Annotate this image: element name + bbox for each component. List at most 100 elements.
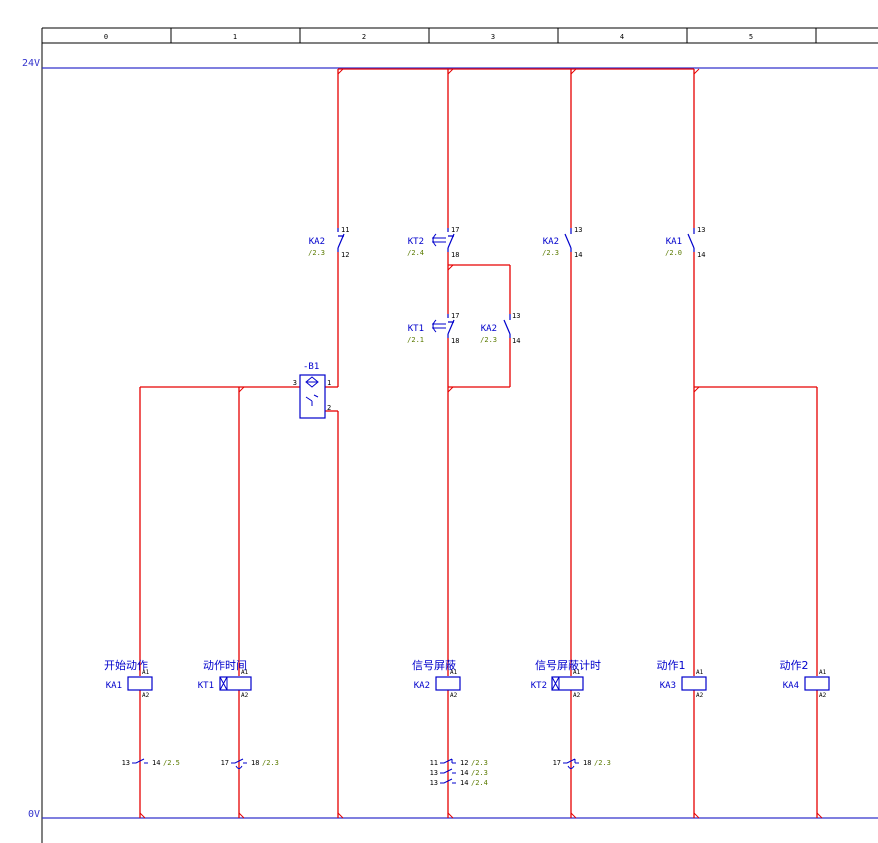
- contact-kt1-timed: KT1 /2.1 17 18: [407, 312, 459, 345]
- crossref-ka2-row2-p1: 13: [430, 769, 438, 777]
- crossref-ka1-p1: 13: [122, 759, 130, 767]
- coil-ka2-name: KA2: [414, 681, 430, 691]
- sensor-b1-pin-2: 2: [327, 404, 331, 412]
- coil-ka4-title: 动作2: [780, 659, 809, 672]
- rail-0v-label: 0V: [28, 809, 40, 820]
- coil-ka2: 信号屏蔽 KA2 A1 A2: [412, 659, 461, 699]
- crossref-ka2-row1-ref: /2.3: [471, 759, 488, 767]
- contact-kt2-pin-top: 17: [451, 226, 459, 234]
- coil-ka2-title: 信号屏蔽: [412, 659, 456, 672]
- contact-ka2-no-a-pin-bottom: 14: [512, 337, 520, 345]
- coil-ka3-a1: A1: [696, 669, 704, 676]
- coil-ka1: 开始动作 KA1 A1 A2: [104, 658, 153, 699]
- crossref-ka1-p2: 14: [152, 759, 160, 767]
- contact-ka1-name: KA1: [666, 237, 682, 247]
- junction-marks: [139, 68, 823, 819]
- contact-ka1-pin-bottom: 14: [697, 251, 705, 259]
- contact-ka2-no-a-ref: /2.3: [480, 336, 497, 344]
- contact-ka2-no-b-ref: /2.3: [542, 249, 559, 257]
- coil-ka2-a1: A1: [450, 669, 458, 676]
- coil-ka1-a1: A1: [142, 669, 150, 676]
- contact-ka2-nc-pin-top: 11: [341, 226, 349, 234]
- ruler-col-4: 4: [620, 33, 624, 41]
- crossref-kt1-ref: /2.3: [262, 759, 279, 767]
- coil-ka3-title: 动作1: [657, 659, 686, 672]
- column-ruler: 0 1 2 3 4 5: [41, 27, 878, 843]
- contact-ka2-no-a-name: KA2: [481, 324, 497, 334]
- coil-kt1-name: KT1: [198, 681, 214, 691]
- contact-ka2-no-b-name: KA2: [543, 237, 559, 247]
- coil-kt1-a2: A2: [241, 692, 249, 699]
- crossref-ka1: 13 14 /2.5: [122, 758, 180, 767]
- contact-ka1-pin-top: 13: [697, 226, 705, 234]
- crossref-kt2-ref: /2.3: [594, 759, 611, 767]
- sensor-b1-pin-1: 1: [327, 379, 331, 387]
- crossref-kt1: 17 18 /2.3: [221, 758, 279, 769]
- contact-ka2-nc-pin-bottom: 12: [341, 251, 349, 259]
- ruler-col-0: 0: [104, 33, 108, 41]
- power-rails: 24V 0V: [22, 58, 878, 820]
- contact-ka1-ref: /2.0: [665, 249, 682, 257]
- crossref-ka2-row1-p2: 12: [460, 759, 468, 767]
- contact-ka2-nc-ref: /2.3: [308, 249, 325, 257]
- crossref-ka2-row3-p1: 13: [430, 779, 438, 787]
- coil-kt2-a2: A2: [573, 692, 581, 699]
- sensor-b1: -B1 3 1 2: [293, 362, 331, 419]
- coil-kt2: 信号屏蔽计时 KT2 A1 A2: [531, 659, 601, 699]
- crossref-kt2-p2: 18: [583, 759, 591, 767]
- coil-kt2-name: KT2: [531, 681, 547, 691]
- rail-24v-label: 24V: [22, 58, 40, 69]
- crossref-ka2: 11 12 /2.3 13 14 /2.3 13 14 /2.4: [430, 758, 488, 787]
- coil-ka4-a2: A2: [819, 692, 827, 699]
- crossref-ka2-row1-p1: 11: [430, 759, 438, 767]
- coil-ka1-title: 开始动作: [104, 658, 148, 672]
- contact-kt1-pin-top: 17: [451, 312, 459, 320]
- crossref-kt2: 17 18 /2.3: [553, 758, 611, 769]
- ruler-col-1: 1: [233, 33, 237, 41]
- sensor-b1-pin-3: 3: [293, 379, 297, 387]
- ruler-col-5: 5: [749, 33, 753, 41]
- coil-kt1-title: 动作时间: [203, 659, 247, 672]
- wiring: [139, 68, 818, 818]
- coil-ka1-name: KA1: [106, 681, 122, 691]
- crossref-kt1-p2: 18: [251, 759, 259, 767]
- coil-ka2-a2: A2: [450, 692, 458, 699]
- contact-kt2-pin-bottom: 18: [451, 251, 459, 259]
- coil-ka4: 动作2 KA4 A1 A2: [780, 659, 830, 699]
- contact-kt2-timed: KT2 /2.4 17 18: [407, 226, 459, 259]
- contact-ka2-nc: KA2 /2.3 11 12: [308, 226, 349, 259]
- coil-ka1-a2: A2: [142, 692, 150, 699]
- contact-kt2-ref: /2.4: [407, 249, 424, 257]
- coil-kt1: 动作时间 KT1 A1 A2: [198, 659, 252, 699]
- crossref-ka2-row2-ref: /2.3: [471, 769, 488, 777]
- contact-ka2-no-b-pin-bottom: 14: [574, 251, 582, 259]
- contact-ka2-no-a-pin-top: 13: [512, 312, 520, 320]
- contact-kt2-name: KT2: [408, 237, 424, 247]
- coil-ka3: 动作1 KA3 A1 A2: [657, 659, 707, 699]
- coil-kt1-a1: A1: [241, 669, 249, 676]
- crossref-ka2-row2-p2: 14: [460, 769, 468, 777]
- sensor-b1-name: -B1: [303, 362, 319, 372]
- contact-kt1-ref: /2.1: [407, 336, 424, 344]
- ruler-col-3: 3: [491, 33, 495, 41]
- coil-kt2-title: 信号屏蔽计时: [535, 659, 601, 672]
- coil-ka3-a2: A2: [696, 692, 704, 699]
- crossref-ka1-ref: /2.5: [163, 759, 180, 767]
- contact-ka1-no: KA1 /2.0 13 14: [665, 226, 705, 259]
- contact-ka2-no-b-pin-top: 13: [574, 226, 582, 234]
- coil-kt2-a1: A1: [573, 669, 581, 676]
- contact-kt1-pin-bottom: 18: [451, 337, 459, 345]
- contact-ka2-nc-name: KA2: [309, 237, 325, 247]
- crossref-ka2-row3-p2: 14: [460, 779, 468, 787]
- contact-kt1-name: KT1: [408, 324, 424, 334]
- contact-ka2-no-b: KA2 /2.3 13 14: [542, 226, 582, 259]
- contact-ka2-no-a: KA2 /2.3 13 14: [480, 312, 520, 345]
- coil-ka3-name: KA3: [660, 681, 676, 691]
- crossref-kt2-p1: 17: [553, 759, 561, 767]
- crossref-ka2-row3-ref: /2.4: [471, 779, 488, 787]
- coil-ka4-a1: A1: [819, 669, 827, 676]
- coil-ka4-name: KA4: [783, 681, 799, 691]
- ruler-col-2: 2: [362, 33, 366, 41]
- crossref-kt1-p1: 17: [221, 759, 229, 767]
